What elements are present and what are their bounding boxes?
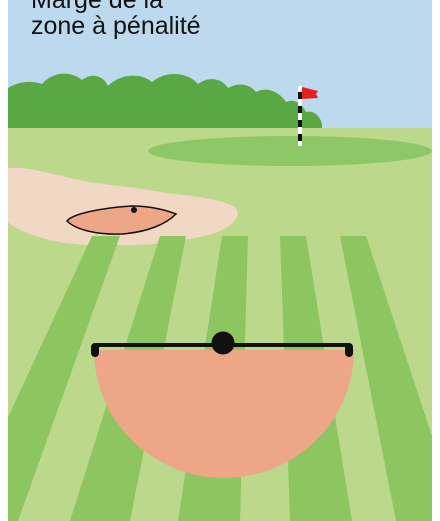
caption: Marge de la zone à pénalité [31, 0, 201, 39]
golf-ball-icon [212, 332, 235, 355]
caption-line-2: zone à pénalité [31, 13, 201, 39]
margin-end-right [345, 343, 353, 357]
golf-ball-icon [131, 207, 137, 213]
putting-green [148, 136, 432, 166]
margin-end-left [91, 343, 99, 357]
